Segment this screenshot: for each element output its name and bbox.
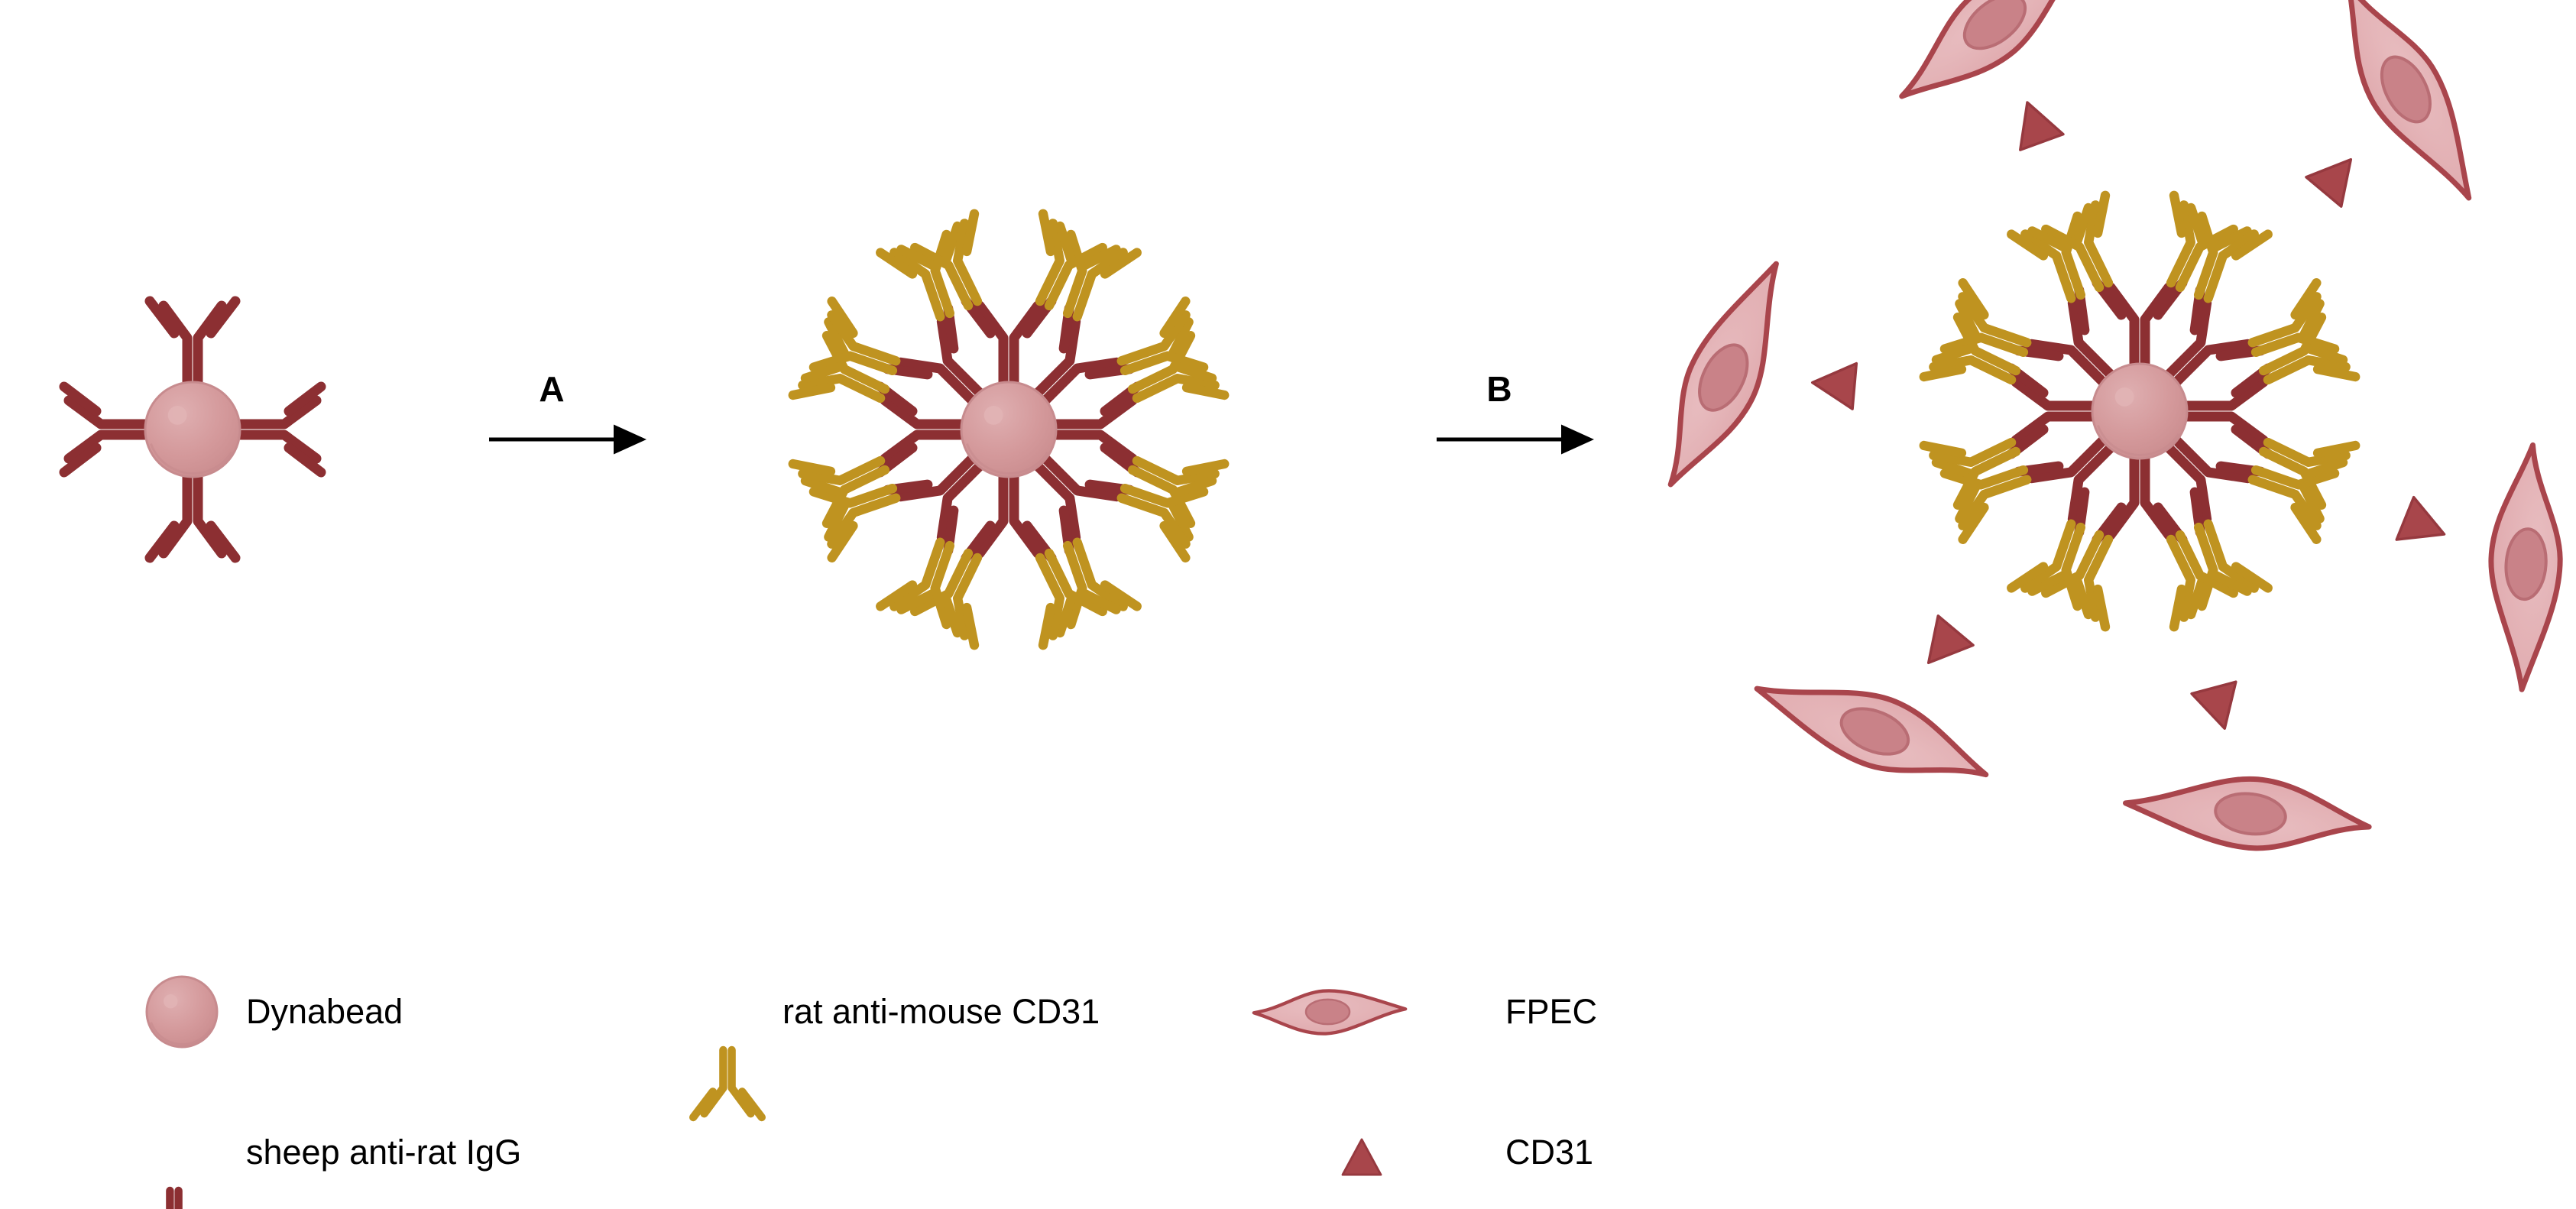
legend-fpec[interactable]: FPEC [1252,989,1597,1036]
rat-anti-mouse-cd31-antibody [1035,548,1121,650]
rat-anti-mouse-cd31-antibody [1055,221,1142,322]
fpec-cell [1899,0,2094,99]
sheep-anti-rat-igg-antibody [2179,363,2273,459]
legend-label: FPEC [1505,992,1597,1031]
dynabead-with-secondary-antibody [59,296,326,563]
sheep-anti-rat-igg-antibody [1048,381,1142,478]
cd31-marker [2395,495,2446,541]
cd31-marker [2190,680,2237,730]
fpec-cell [1667,261,1779,488]
fpec-cell [2123,776,2372,851]
fpec-cell [1754,686,1989,778]
sheep-anti-rat-igg-antibody [875,381,970,478]
bead-icon [145,975,219,1049]
legend-label: rat anti-mouse CD31 [783,992,1100,1031]
legend-label: Dynabead [246,992,403,1031]
fpec-cell-icon [1252,989,1408,1036]
sheep-anti-rat-igg-antibody [2092,277,2188,372]
legend-cd31[interactable]: CD31 [1341,1133,1593,1176]
legend-dynabead[interactable]: Dynabead [145,975,403,1049]
sheep-anti-rat-igg-antibody [961,296,1057,391]
dynabead [960,381,1058,478]
sheep-anti-rat-igg-antibody [2006,363,2101,459]
sheep-anti-rat-igg-antibody [144,296,241,391]
cd31-marker [2305,157,2353,208]
dynabead-bound-fpec-rosette [1667,0,2563,851]
sheep-anti-rat-igg-antibody [2092,450,2188,545]
fpec-cell [2488,442,2563,692]
cd31-marker [2019,101,2065,151]
dynabead-with-primary-antibody [788,209,1230,650]
fpec-cell-icon [1252,989,1408,1036]
dynabead [2091,362,2189,460]
rat-anti-mouse-cd31-antibody [2247,457,2348,544]
cd31-triangle-icon [1341,1138,1382,1176]
fpec-cell-group [1667,0,2563,851]
step-label: A [539,369,564,409]
cd31-triangle-icon [1341,1138,1382,1176]
legend-sheep-anti-rat-igg[interactable]: sheep anti-rat IgG [140,1133,521,1209]
rat-anti-mouse-cd31-antibody [2027,530,2114,632]
rat-anti-mouse-cd31-antibody [2247,278,2348,365]
sheep-anti-rat-igg-antibody [59,381,154,478]
bead-icon [145,975,219,1049]
sheep-anti-rat-igg-antibody [144,468,241,563]
rat-anti-mouse-cd31-antibody [896,209,983,311]
rat-anti-mouse-cd31-antibody [1931,278,2032,365]
rat-anti-mouse-cd31-antibody [788,455,890,542]
rat-anti-mouse-cd31-antibody [2258,299,2361,385]
fpec-cell [2345,0,2472,201]
dynabead [144,381,241,478]
antibody-gold-icon [689,1045,766,1122]
rat-anti-mouse-cd31-antibody [800,297,901,384]
antibody-red-icon [166,1186,183,1209]
sheep-anti-rat-igg-antibody [1031,303,1135,407]
cd31-marker [1811,361,1858,410]
rat-anti-mouse-cd31-antibody [2007,519,2094,620]
rat-anti-mouse-cd31-antibody [2166,530,2252,632]
legend-label: CD31 [1505,1133,1593,1172]
antibody-gold-icon [689,1045,766,1122]
rat-anti-mouse-cd31-antibody [2166,190,2252,293]
arrow-b: B [1437,369,1594,455]
cd31-marker [1926,614,1975,665]
step-label: B [1486,369,1512,409]
rat-anti-mouse-cd31-antibody [1116,297,1217,384]
antibody-red-icon [166,1186,183,1209]
diagram-layer [59,0,2563,851]
rat-anti-mouse-cd31-antibody [1116,475,1217,562]
rat-anti-mouse-cd31-antibody [2186,203,2273,303]
legend-label: sheep anti-rat IgG [246,1133,521,1172]
rat-anti-mouse-cd31-antibody [1919,437,2021,523]
sheep-anti-rat-igg-antibody [961,468,1057,563]
legend-layer: Dynabead rat anti-mouse CD31 FPEC sheep ant… [140,975,1597,1209]
rat-anti-mouse-cd31-antibody [876,537,963,638]
legend-rat-anti-mouse-cd31[interactable]: rat anti-mouse CD31 [689,992,1100,1122]
sheep-anti-rat-igg-antibody [232,381,326,478]
rat-anti-mouse-cd31-antibody [2027,190,2114,293]
arrow-a: A [489,369,646,455]
